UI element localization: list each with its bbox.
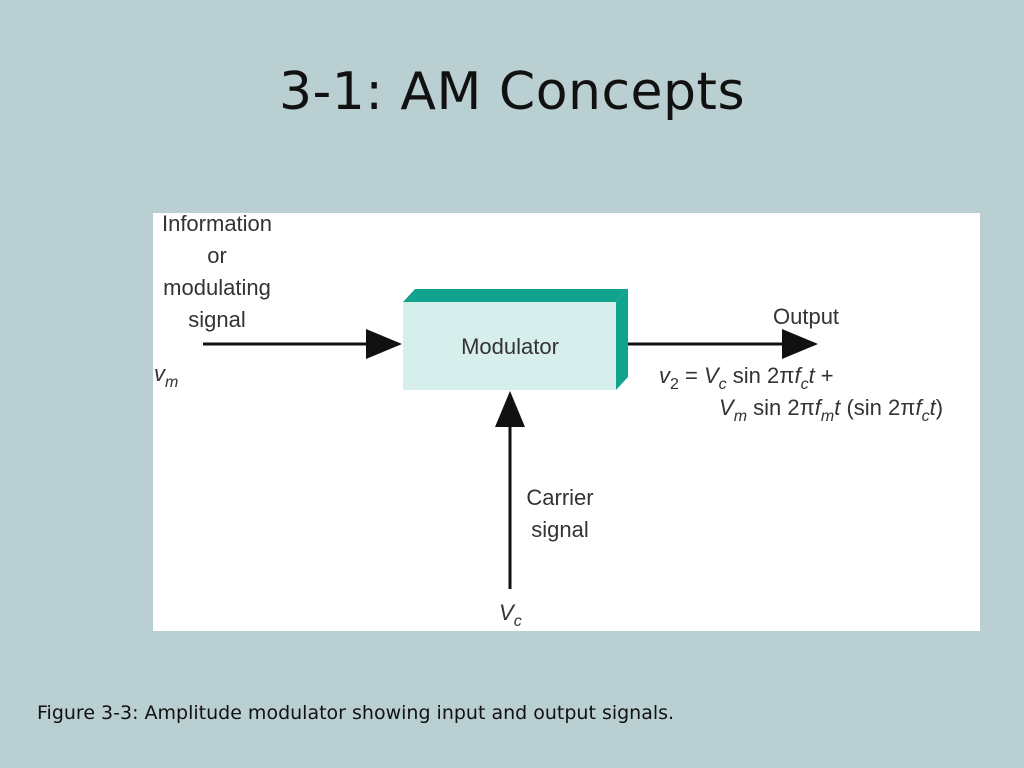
carrier-label-line-2: signal [531, 517, 588, 542]
modulator-block: Modulator [403, 289, 628, 390]
eq1-t: t [809, 363, 816, 388]
eq2-V-sub: m [734, 408, 747, 425]
carrier-label-line-1: Carrier [526, 485, 593, 510]
carrier-symbol-vc: Vc [499, 600, 522, 630]
eq1-equals: = [679, 363, 704, 388]
figure-panel: Information or modulating signal vm Modu… [153, 211, 980, 631]
amplitude-modulator-diagram: Information or modulating signal vm Modu… [154, 211, 943, 630]
carrier-symbol-main: V [499, 600, 516, 625]
modulator-label: Modulator [461, 334, 559, 359]
output-equation-line-1: v2 = Vc sin 2πfct + [659, 363, 834, 393]
modulator-block-top [403, 289, 628, 302]
slide-title: 3-1: AM Concepts [278, 62, 746, 122]
eq2-close-paren: ) [936, 395, 943, 420]
eq2-V: V [719, 395, 736, 420]
eq2-sin2: (sin 2π [840, 395, 915, 420]
input-label-line-4: signal [188, 307, 245, 332]
eq2-f: f [815, 395, 824, 420]
carrier-symbol-sub: c [514, 613, 522, 630]
input-label-line-3: modulating [163, 275, 271, 300]
eq2-f2: f [915, 395, 924, 420]
eq2-t2: t [930, 395, 937, 420]
eq1-Vc: V [704, 363, 721, 388]
eq2-f-sub: m [821, 408, 834, 425]
input-symbol-sub: m [165, 374, 178, 391]
input-label-line-2: or [207, 243, 227, 268]
input-symbol-main: v [154, 361, 167, 386]
output-label: Output [773, 304, 839, 329]
eq1-f: f [794, 363, 803, 388]
input-symbol-vm: vm [154, 361, 178, 391]
eq1-sin: sin 2π [727, 363, 795, 388]
eq2-sin: sin 2π [747, 395, 815, 420]
input-signal-label: Information or modulating signal [162, 211, 272, 332]
eq2-t: t [834, 395, 841, 420]
eq1-v: v [659, 363, 672, 388]
eq1-plus: + [815, 363, 834, 388]
eq1-v-sub: 2 [670, 376, 679, 393]
output-equation-line-2: Vm sin 2πfmt (sin 2πfct) [719, 395, 943, 425]
modulator-block-side [616, 289, 628, 390]
eq2-f2-sub: c [922, 408, 930, 425]
figure-caption: Figure 3-3: Amplitude modulator showing … [37, 702, 675, 724]
modulator-block-face [403, 302, 616, 390]
input-label-line-1: Information [162, 213, 272, 236]
eq1-f-sub: c [801, 376, 809, 393]
eq1-Vc-sub: c [719, 376, 727, 393]
